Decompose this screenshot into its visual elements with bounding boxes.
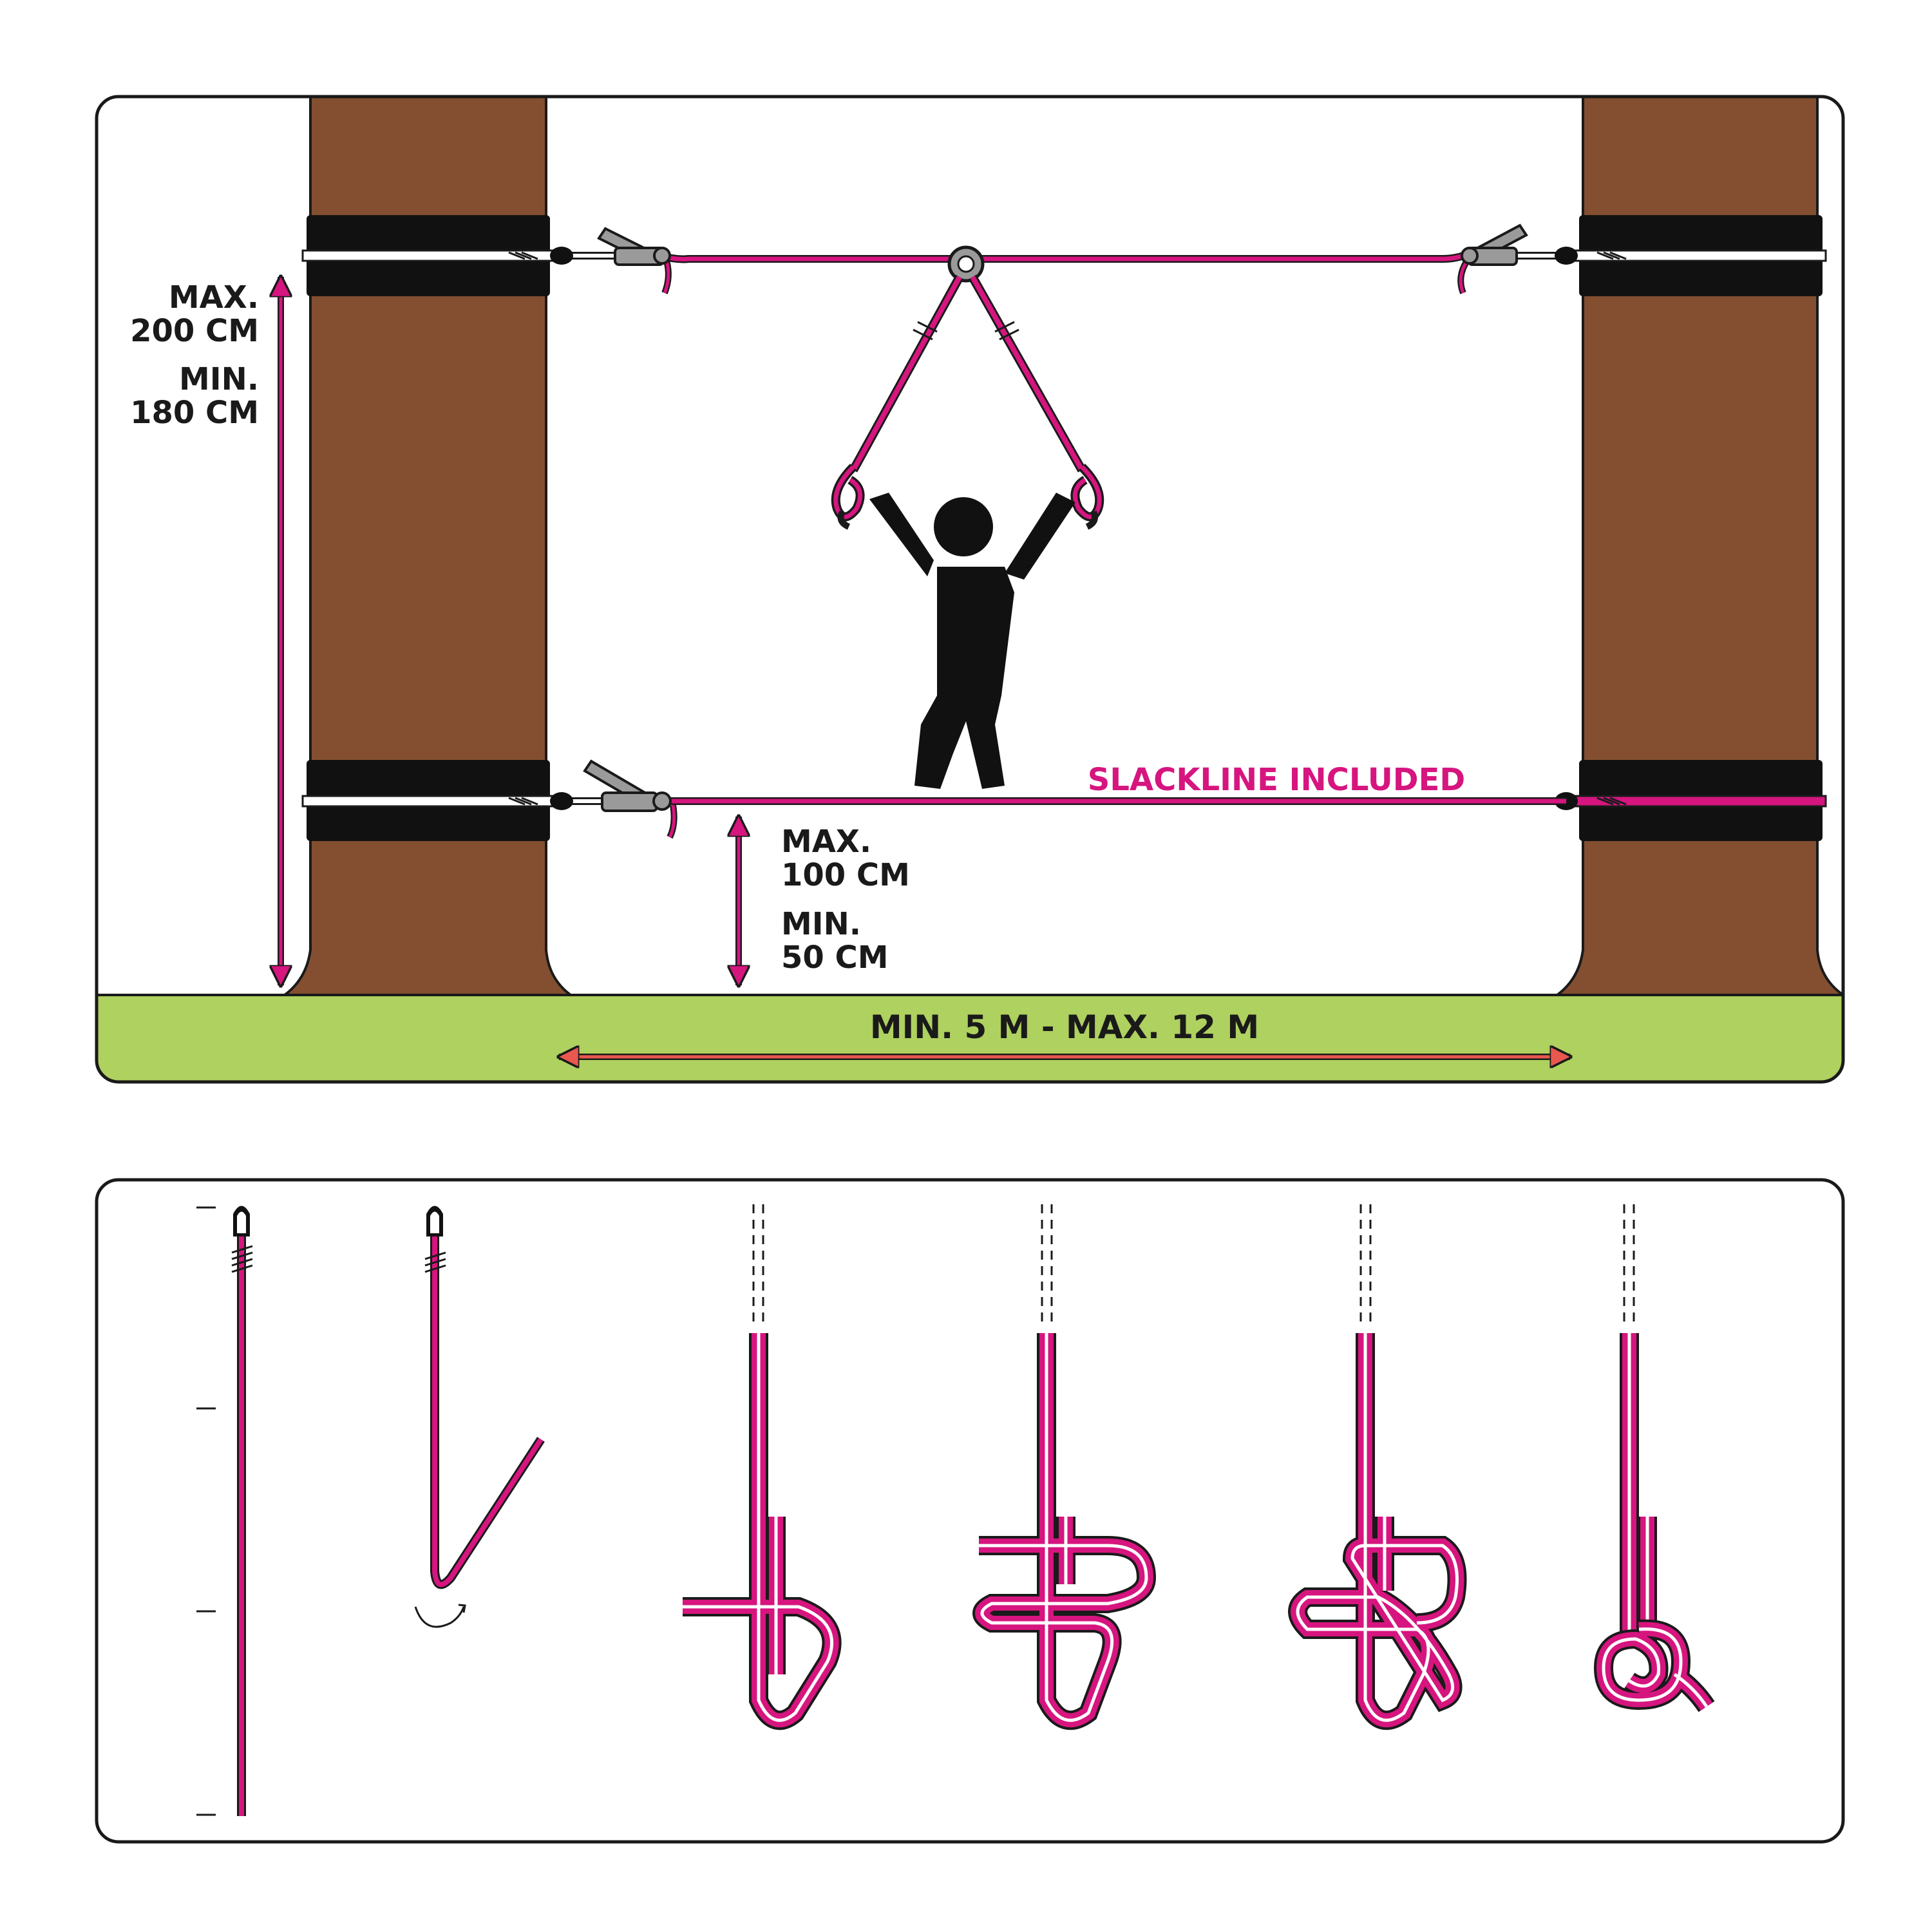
- lower-min-value: 50 CM: [781, 940, 889, 976]
- person-icon: [869, 493, 1075, 789]
- knot-step-6: [1593, 1204, 1715, 1712]
- lower-right-tree-strap: [1564, 760, 1827, 841]
- setup-panel: MAX. 200 CM MIN. 180 CM MAX. 100 CM MIN.…: [95, 95, 1845, 1084]
- lower-min-label: MIN.: [781, 906, 861, 942]
- distance-label: MIN. 5 M - MAX. 12 M: [870, 1009, 1259, 1046]
- knot-step-1: [231, 1206, 253, 1816]
- lower-max-value: 100 CM: [781, 857, 910, 893]
- knot-instructions-panel: [95, 1178, 1845, 1844]
- knot-step-5: [1288, 1204, 1467, 1730]
- ratchet-icon: [583, 759, 672, 812]
- upper-left-tree-strap: [301, 215, 562, 296]
- knot-step-3: [683, 1204, 842, 1730]
- knot-step-4: [972, 1204, 1157, 1730]
- hanging-grip-rope: [831, 274, 1104, 530]
- slackline-included-label: SLACKLINE INCLUDED: [1088, 762, 1465, 798]
- ratchet-icon: [1461, 223, 1528, 266]
- upper-min-label: MIN.: [179, 361, 259, 397]
- ratchet-icon: [597, 227, 671, 266]
- upper-max-label: MAX.: [169, 279, 259, 316]
- upper-min-value: 180 CM: [130, 395, 259, 431]
- lower-max-label: MAX.: [781, 824, 871, 860]
- upper-max-value: 200 CM: [130, 313, 259, 349]
- knot-step-2: [414, 1206, 545, 1628]
